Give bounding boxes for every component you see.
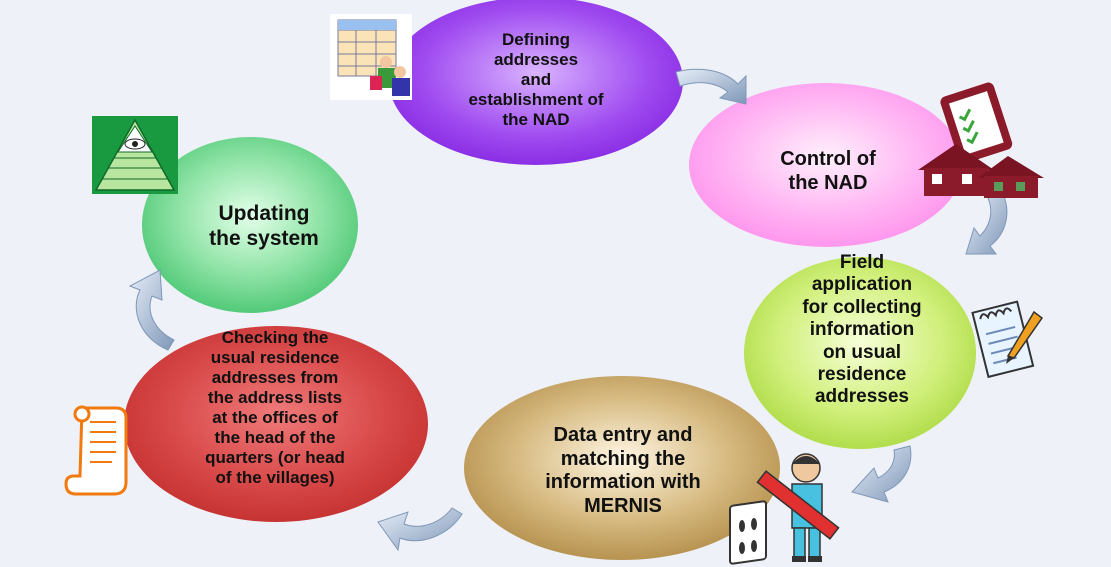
notepad-pen-icon bbox=[971, 300, 1044, 379]
man-ruler-icon bbox=[756, 453, 840, 562]
spreadsheet-people-icon bbox=[330, 14, 412, 100]
scroll-icon bbox=[64, 405, 128, 496]
arrow-entry-to-checking bbox=[377, 507, 463, 552]
step-define-ellipse bbox=[389, 0, 683, 165]
arrow-control-to-field bbox=[965, 191, 1008, 255]
step-checking-text: Checking the usual residence addresses f… bbox=[205, 328, 345, 488]
step-entry-ellipse bbox=[464, 376, 780, 560]
step-control-text: Control of the NAD bbox=[780, 148, 876, 194]
arrow-define-to-control bbox=[675, 68, 747, 105]
step-updating-text: Updating the system bbox=[209, 202, 319, 250]
step-control-ellipse bbox=[689, 83, 963, 247]
pyramid-eye-icon bbox=[92, 116, 178, 194]
step-field-ellipse bbox=[744, 257, 976, 449]
step-checking-ellipse bbox=[124, 326, 428, 522]
step-define-text: Defining addresses and establishment of … bbox=[468, 30, 604, 130]
step-updating-ellipse bbox=[142, 137, 358, 313]
arrow-checking-to-updating bbox=[128, 269, 175, 351]
step-entry-text: Data entry and matching the information … bbox=[545, 424, 701, 517]
arrow-field-to-entry bbox=[851, 445, 912, 503]
clipboard-houses-icon bbox=[918, 82, 1044, 198]
electric-outlet-icon bbox=[729, 500, 767, 565]
step-field-text: Field application for collecting informa… bbox=[802, 252, 922, 408]
